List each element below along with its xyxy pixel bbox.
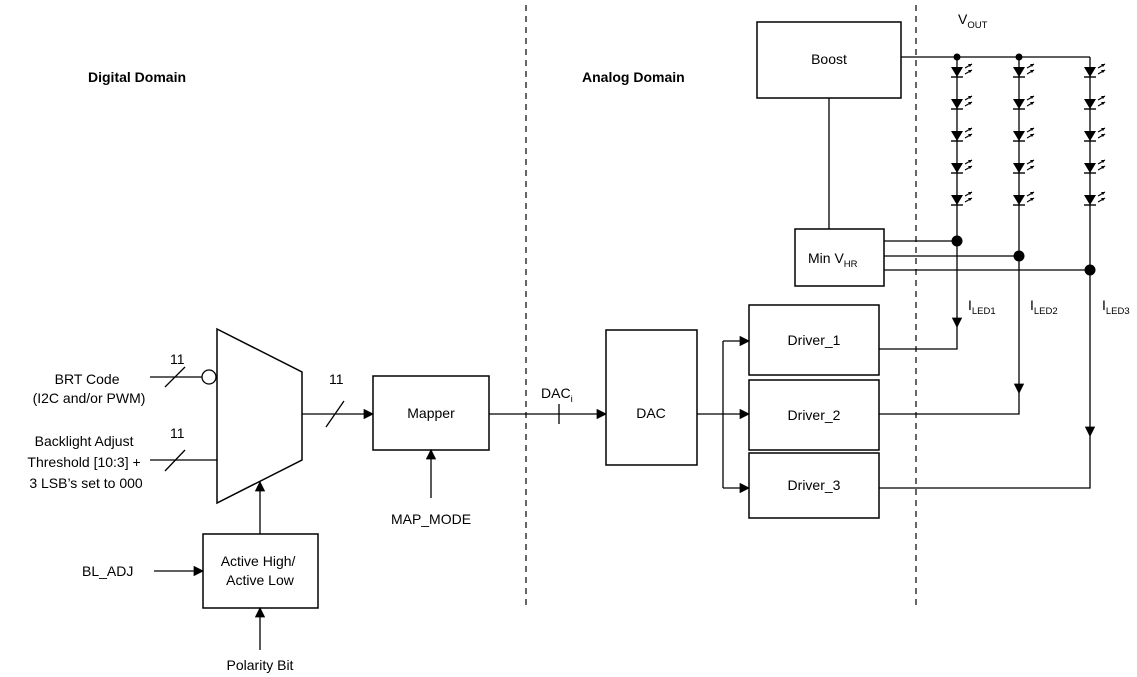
driver-3-block — [748, 452, 880, 519]
driver-1-block — [748, 304, 880, 376]
analog-domain-heading: Analog Domain — [582, 69, 685, 85]
polarity-logic-line-1: Active High/ — [221, 553, 296, 569]
brt-code-line-1: BRT Code — [55, 371, 120, 387]
mux-out-bus-width: 11 — [329, 371, 344, 387]
driver-1-label: Driver_1 — [788, 332, 841, 348]
backlight-adjust-line-2: Threshold [10:3] + — [27, 454, 140, 470]
led-icon — [951, 127, 973, 142]
driver-2-block — [748, 379, 880, 451]
iled3-label: ILED3 — [1102, 297, 1130, 317]
brt-bus-slash — [164, 366, 186, 388]
dac-bus-label: DACi — [541, 385, 573, 405]
led-strings — [951, 57, 1106, 270]
dac-label: DAC — [636, 405, 666, 421]
iled2-label: ILED2 — [1030, 297, 1058, 317]
digital-domain-heading: Digital Domain — [88, 69, 186, 85]
iled1-label: ILED1 — [968, 297, 996, 317]
driver-3-return-line — [879, 436, 1091, 489]
led-icon — [1013, 159, 1035, 174]
brt-code-label: BRT Code (I2C and/or PWM) — [33, 371, 146, 406]
led-icon — [1013, 191, 1035, 206]
min-vhr-label: Min VHR — [808, 250, 858, 270]
led-icon — [1084, 127, 1106, 142]
led-icon — [1084, 159, 1106, 174]
iled3-sub: LED3 — [1106, 306, 1130, 317]
led-icon — [1013, 127, 1035, 142]
min-vhr-main: Min V — [808, 250, 844, 266]
dac-block — [605, 329, 698, 466]
iled3-main: I — [1102, 297, 1106, 313]
threshold-bus-slash — [164, 449, 186, 472]
boost-label: Boost — [811, 51, 847, 67]
driver-1-return-line — [879, 327, 958, 350]
led-icon — [1084, 95, 1106, 110]
led-icon — [1084, 63, 1106, 78]
vout-main: V — [958, 11, 968, 27]
iled2-sub: LED2 — [1034, 306, 1058, 317]
polarity-bit-label: Polarity Bit — [227, 657, 294, 673]
input-multiplexer — [216, 327, 303, 505]
dac-bus-sub: i — [571, 394, 573, 405]
led-icon — [951, 95, 973, 110]
min-vhr-block — [794, 228, 885, 287]
driver-2-return-line — [879, 393, 1020, 415]
mux-out-bus-slash — [325, 400, 345, 428]
vout-sub: OUT — [967, 20, 987, 31]
mapper-block — [372, 375, 490, 451]
driver-2-label: Driver_2 — [788, 407, 841, 423]
iled1-sub: LED1 — [972, 306, 996, 317]
bl-adj-label: BL_ADJ — [82, 563, 133, 579]
vout-label: VOUT — [958, 11, 988, 31]
polarity-logic-label: Active High/ Active Low — [221, 553, 300, 588]
led-icon — [1013, 63, 1035, 78]
boost-block — [756, 21, 902, 99]
polarity-logic-block — [202, 533, 319, 609]
led-icon — [951, 63, 973, 78]
brt-bus-width: 11 — [170, 351, 185, 367]
led-icon — [951, 159, 973, 174]
iled1-main: I — [968, 297, 972, 313]
backlight-adjust-line-3: 3 LSB’s set to 000 — [29, 475, 143, 491]
dac-bus-main: DAC — [541, 385, 571, 401]
brt-inversion-bubble — [201, 369, 217, 385]
iled2-main: I — [1030, 297, 1034, 313]
threshold-bus-width: 11 — [170, 425, 185, 441]
backlight-adjust-line-1: Backlight Adjust — [35, 433, 134, 449]
led-icon — [1084, 191, 1106, 206]
map-mode-label: MAP_MODE — [391, 511, 471, 527]
driver-3-label: Driver_3 — [788, 477, 841, 493]
led-icon — [951, 191, 973, 206]
backlight-adjust-label: Backlight Adjust Threshold [10:3] + 3 LS… — [27, 433, 144, 491]
led-icon — [1013, 95, 1035, 110]
min-vhr-sub: HR — [844, 259, 858, 270]
brt-code-line-2: (I2C and/or PWM) — [33, 390, 146, 406]
mapper-label: Mapper — [407, 405, 455, 421]
polarity-logic-line-2: Active Low — [226, 572, 295, 588]
